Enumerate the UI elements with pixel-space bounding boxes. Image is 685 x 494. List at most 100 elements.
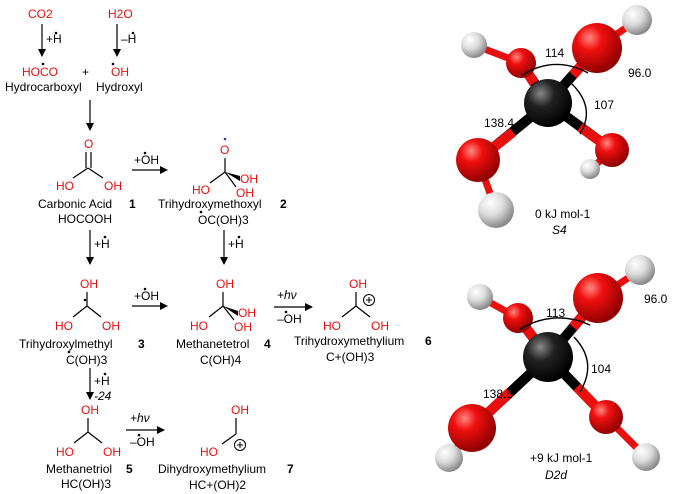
hydrogen-atom [478, 192, 514, 228]
dihydroxymethylium-name: Dihydroxymethylium [158, 462, 266, 476]
plus-hv-label-1: +hν [277, 288, 297, 302]
radical-dot [103, 235, 107, 239]
atom-label: O [220, 143, 229, 157]
oxygen-atom [595, 133, 629, 167]
compound-number-2: 2 [280, 197, 287, 211]
plus-oh-label-2: +OH [134, 289, 159, 303]
s4-symmetry: S4 [552, 223, 567, 237]
radical-dot [143, 287, 147, 291]
atom-label: HO [323, 319, 341, 333]
plus-sign: + [82, 65, 89, 79]
s4-bond-length-2: 138.4 [484, 116, 514, 130]
atom-label: OH [234, 320, 252, 334]
h2o-label: H2O [108, 7, 133, 21]
atom-label: HO [192, 183, 210, 197]
atom-label: OH [81, 403, 99, 417]
atom-label: HO [56, 179, 74, 193]
atom-label: OH [371, 319, 389, 333]
radical-dot [237, 235, 241, 239]
radical-dot [54, 31, 58, 35]
minus-h-label: –H [121, 32, 136, 46]
s4-bond-length-1: 96.0 [628, 66, 652, 80]
hydrogen-atom [461, 32, 487, 58]
molecule-model-s4 [456, 5, 652, 228]
oxygen-atom [572, 23, 622, 73]
trihydroxylmethyl-name: Trihydroxylmethyl [19, 337, 113, 351]
s4-energy: 0 kJ mol-1 [535, 207, 591, 221]
hydroxyl-formula: OH [111, 65, 129, 79]
carbonic-acid-structure: O HO OH [56, 137, 122, 193]
oxygen-atom [448, 404, 496, 452]
minus-oh-label-1: –OH [277, 312, 302, 326]
d2d-angle-2: 104 [591, 362, 611, 376]
d2d-symmetry: D2d [545, 468, 567, 482]
methanetetrol-structure: OH OH HO OH [190, 277, 256, 334]
compound-number-1: 1 [129, 197, 136, 211]
hydroxyl-name: Hydroxyl [96, 80, 143, 94]
atom-label: OH [80, 277, 98, 291]
angle-arc [521, 63, 589, 76]
oxygen-atom [456, 138, 500, 182]
trihydroxylmethyl-formula: C(OH)3 [66, 353, 108, 367]
molecule-model-d2d [435, 255, 660, 472]
atom-label: OH [238, 306, 256, 320]
hydrogen-atom [435, 444, 463, 472]
atom-label: HO [200, 445, 218, 459]
carbon-atom [523, 332, 573, 382]
hydrogen-atom [625, 255, 655, 285]
hydrogen-atom [622, 5, 652, 35]
plus-hv-label-2: +hν [130, 411, 150, 425]
compound-number-4: 4 [264, 337, 271, 351]
d2d-energy: +9 kJ mol-1 [530, 451, 593, 465]
methanetriol-structure: OH HO OH [56, 403, 121, 459]
oxygen-atom [589, 400, 623, 434]
carbonic-acid-formula: HOCOOH [58, 212, 112, 226]
trihydroxymethylium-formula: C+(OH)3 [326, 350, 375, 364]
d2d-bond-length-2: 138.5 [483, 387, 513, 401]
hydrogen-atom [632, 443, 660, 471]
s4-angle-1: 114 [545, 46, 564, 60]
plus-oh-label-1: +OH [134, 153, 159, 167]
methanetriol-formula: HC(OH)3 [61, 477, 111, 491]
atom-label: OH [236, 186, 254, 200]
trihydroxylmethyl-structure: OH HO OH [55, 277, 120, 333]
atom-label: OH [102, 319, 120, 333]
d2d-bond-length-1: 96.0 [644, 292, 668, 306]
co2-label: CO2 [28, 7, 53, 21]
radical-dot [199, 210, 203, 214]
trihydroxymethoxyl-formula: OC(OH)3 [198, 213, 249, 227]
atom-label: OH [349, 277, 367, 291]
atom-label: HO [55, 319, 73, 333]
radical-dot [67, 350, 71, 354]
angle-arc [519, 317, 591, 330]
oxygen-atom [503, 303, 533, 333]
angle-arc [573, 336, 589, 393]
radical-dot [143, 151, 147, 155]
hococo-label: HOCO [22, 65, 58, 79]
atom-label: HO [190, 319, 208, 333]
radical-dot [41, 62, 45, 66]
methanetriol-name: Methanetriol [46, 462, 112, 476]
compound-number-3: 3 [138, 337, 145, 351]
trihydroxymethoxyl-structure: O OH HO OH [192, 137, 258, 200]
compound-number-6: 6 [425, 334, 432, 348]
dihydroxymethylium-structure: OH HO [200, 403, 249, 459]
compound-number-5: 5 [126, 462, 133, 476]
radical-dot [111, 62, 115, 66]
hydrogen-atom [467, 284, 493, 310]
dihydroxymethylium-formula: HC+(OH)2 [189, 478, 246, 492]
methanetetrol-name: Methanetetrol [176, 337, 249, 351]
plus-h-label-4: +H [94, 374, 110, 388]
atom-label: OH [104, 179, 122, 193]
trihydroxymethoxyl-name: Trihydroxymethoxyl [158, 197, 262, 211]
energy-minus-24: -24 [94, 389, 112, 403]
atom-label: HO [56, 445, 74, 459]
radical-dot [137, 433, 141, 437]
carbon-atom [524, 79, 572, 127]
radical-dot [131, 31, 135, 35]
atom-label: OH [216, 277, 234, 291]
plus-h-label-1: +H [46, 32, 62, 46]
carbonic-acid-name: Carbonic Acid [38, 197, 112, 211]
